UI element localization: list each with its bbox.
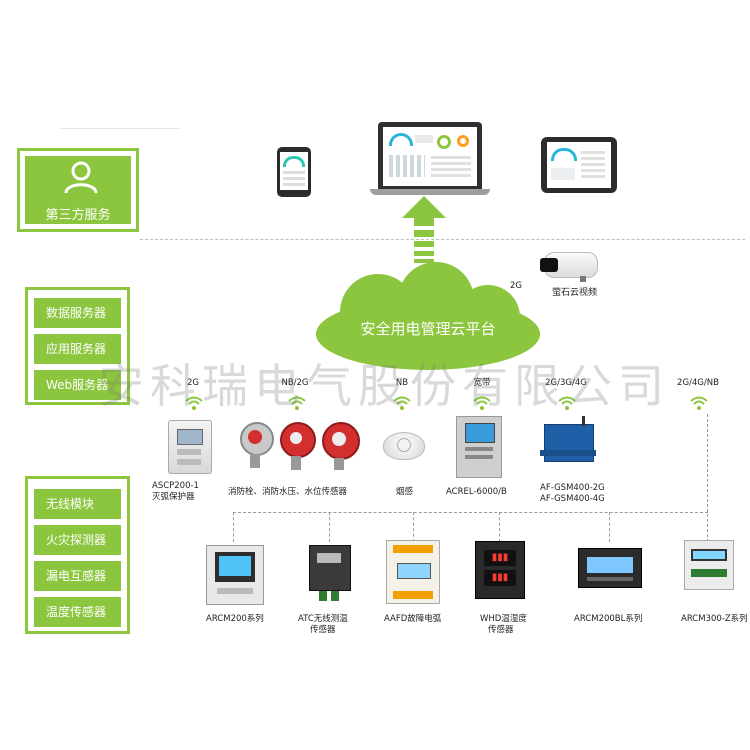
arcm200bl-device bbox=[578, 548, 642, 588]
device-label: ACREL-6000/B bbox=[446, 487, 507, 497]
device-label: ATC无线测温 bbox=[298, 614, 348, 624]
bus-line bbox=[233, 512, 708, 513]
user-icon bbox=[64, 161, 98, 194]
bus-drop bbox=[233, 512, 234, 542]
device-label: 传感器 bbox=[488, 625, 514, 635]
third-party-label: 第三方服务 bbox=[45, 208, 111, 223]
level-sensor bbox=[320, 418, 360, 470]
leakage-transformer-item[interactable]: 漏电互感器 bbox=[34, 561, 121, 591]
wifi-icon bbox=[690, 396, 708, 410]
device-label: 消防栓、消防水压、水位传感器 bbox=[228, 487, 348, 497]
top-separator bbox=[60, 128, 180, 129]
smoke-detector bbox=[383, 424, 425, 462]
device-label: AF-GSM400-2G bbox=[540, 483, 605, 493]
device-label: ARCM200BL系列 bbox=[574, 614, 643, 624]
bus-drop bbox=[329, 512, 330, 542]
cloud-shape bbox=[316, 262, 540, 370]
laptop-base bbox=[370, 189, 490, 195]
ascp200-device bbox=[168, 420, 212, 474]
device-label: ARCM200系列 bbox=[206, 614, 264, 624]
arcm300z-device bbox=[684, 540, 734, 590]
wifi-icon bbox=[473, 396, 491, 410]
atc-device bbox=[307, 545, 353, 603]
third-party-panel[interactable]: 第三方服务 bbox=[25, 156, 131, 224]
bus-drop bbox=[413, 512, 414, 542]
third-party-box: 第三方服务 bbox=[17, 148, 139, 232]
arcm200-device bbox=[206, 545, 264, 605]
tablet-device bbox=[541, 137, 617, 193]
network-label: 2G bbox=[187, 378, 199, 388]
laptop-device bbox=[378, 122, 482, 190]
device-label: AAFD故障电弧 bbox=[384, 614, 442, 624]
phone-device bbox=[277, 147, 311, 197]
device-label: 灭弧保护器 bbox=[152, 492, 195, 502]
aafd-device bbox=[386, 540, 440, 604]
gsm400-device bbox=[540, 416, 596, 464]
network-label: NB/2G bbox=[281, 378, 309, 388]
bus-drop bbox=[609, 512, 610, 542]
data-server-item[interactable]: 数据服务器 bbox=[34, 298, 121, 328]
wifi-icon bbox=[185, 396, 203, 410]
camera-label: 萤石云视频 bbox=[552, 288, 598, 298]
camera-network-label: 2G bbox=[510, 281, 522, 291]
device-label: ASCP200-1 bbox=[152, 481, 199, 491]
whd-device: ▮▮▮ ▮▮▮ bbox=[475, 541, 525, 599]
app-server-item[interactable]: 应用服务器 bbox=[34, 334, 121, 364]
acrel6000-device bbox=[456, 416, 502, 478]
watermark-text: 安科瑞电气股份有限公司 bbox=[98, 359, 670, 413]
network-label: NB bbox=[395, 378, 409, 388]
bus-drop bbox=[707, 414, 708, 542]
hydrant-sensor bbox=[238, 418, 274, 470]
wireless-module-item[interactable]: 无线模块 bbox=[34, 489, 121, 519]
module-box: 无线模块 火灾探测器 漏电互感器 温度传感器 bbox=[25, 476, 130, 634]
network-label: 宽带 bbox=[473, 378, 491, 388]
camera-device bbox=[540, 250, 600, 282]
web-server-item[interactable]: Web服务器 bbox=[34, 370, 121, 400]
device-label: 烟感 bbox=[396, 487, 414, 497]
device-label: 传感器 bbox=[310, 625, 336, 635]
upload-arrow-icon bbox=[402, 196, 446, 263]
fire-detector-item[interactable]: 火灾探测器 bbox=[34, 525, 121, 555]
device-label: ARCM300-Z系列 bbox=[681, 614, 748, 624]
divider-line bbox=[140, 239, 745, 240]
wifi-icon bbox=[393, 396, 411, 410]
wifi-icon bbox=[288, 396, 306, 410]
bus-drop bbox=[499, 512, 500, 542]
device-label: AF-GSM400-4G bbox=[540, 494, 605, 504]
server-box: 数据服务器 应用服务器 Web服务器 bbox=[25, 287, 130, 405]
device-label: WHD温湿度 bbox=[480, 614, 527, 624]
cloud-label: 安全用电管理云平台 bbox=[360, 320, 496, 338]
temperature-sensor-item[interactable]: 温度传感器 bbox=[34, 597, 121, 627]
pressure-sensor bbox=[278, 418, 316, 470]
network-label: 2G/3G/4G bbox=[545, 378, 587, 388]
wifi-icon bbox=[558, 396, 576, 410]
network-label: 2G/4G/NB bbox=[677, 378, 719, 388]
